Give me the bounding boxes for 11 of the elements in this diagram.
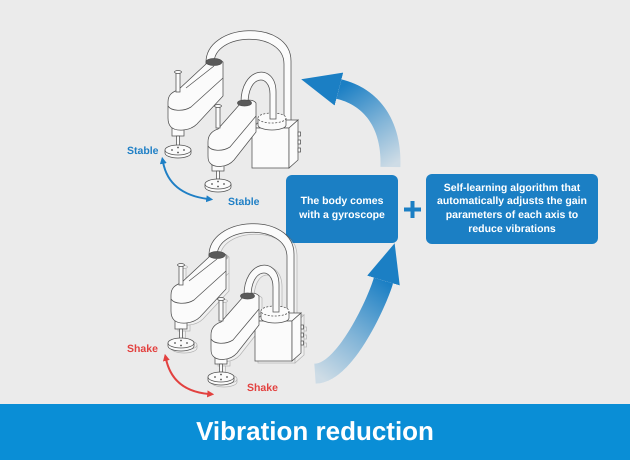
title: Vibration reduction — [196, 416, 434, 448]
state-label: Shake — [247, 382, 278, 395]
scara-robot-drawing — [167, 222, 307, 390]
state-label: Stable — [127, 145, 159, 158]
info-box — [286, 175, 398, 243]
info-box — [426, 174, 598, 244]
state-label: Shake — [127, 343, 158, 356]
box-text: The body comes with a gyroscope — [298, 195, 386, 223]
box-text: Self-learning algorithm that automatically adjusts the gain parameters of each axis to reduce vibrations — [436, 182, 588, 236]
state-label: Stable — [228, 196, 260, 209]
scara-robot-drawing — [164, 29, 301, 195]
